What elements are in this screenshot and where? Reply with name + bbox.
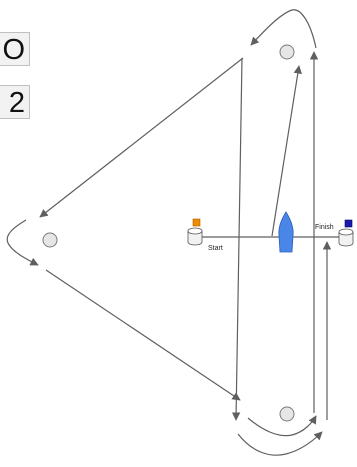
start-flag: [192, 218, 201, 227]
finish-label: Finish: [315, 224, 334, 231]
wing-mark: [42, 232, 58, 248]
start-pin: [187, 227, 203, 246]
finish-pin: [338, 228, 354, 247]
course-label-top: O: [0, 32, 30, 66]
leg-wing-to-leeward: [45, 269, 241, 401]
leg-windward-to-wing: [39, 57, 244, 218]
leg-start-to-windward: [271, 65, 302, 237]
rounding-leeward-mark-1: [247, 415, 317, 437]
boat-icon: [278, 211, 294, 253]
start-label: Start: [208, 245, 223, 252]
course-label-bottom: 2: [0, 85, 30, 119]
rounding-wing-mark: [6, 219, 39, 266]
rounding-windward-mark: [250, 9, 317, 49]
leeward-mark: [279, 406, 295, 422]
windward-mark: [279, 44, 295, 60]
rounding-leeward-mark-2: [237, 431, 323, 456]
finish-flag: [344, 219, 353, 228]
leg-windward-to-leeward: [231, 57, 243, 421]
